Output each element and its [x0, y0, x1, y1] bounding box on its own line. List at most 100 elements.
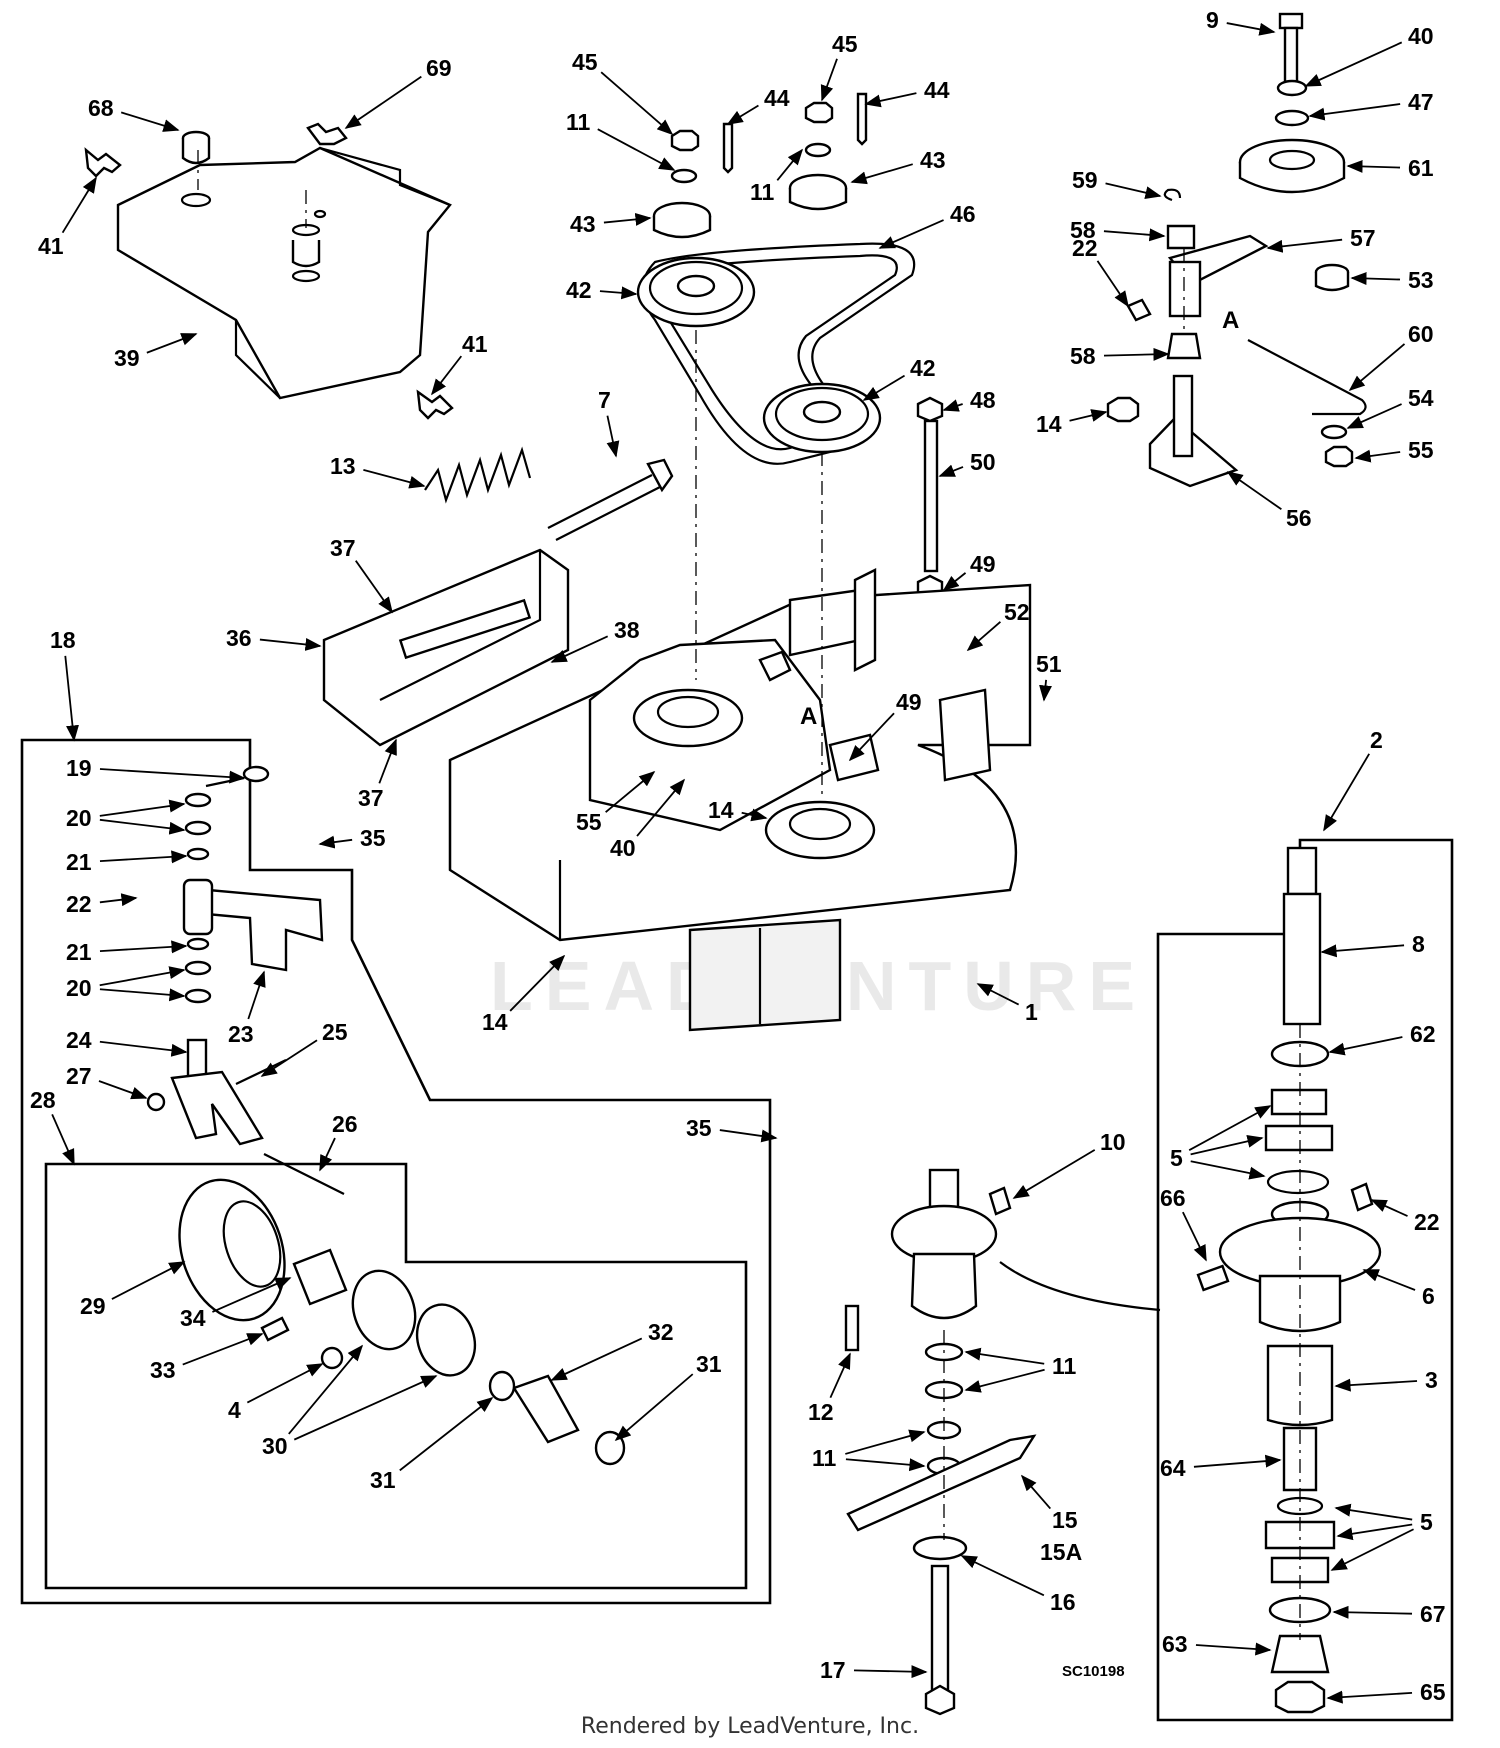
- leader-line: [363, 468, 426, 489]
- callout-58b: 58: [1070, 343, 1170, 369]
- leader-line: [741, 808, 768, 822]
- view-marker-a-bracket: A: [1222, 307, 1239, 334]
- callout-59: 59: [1072, 167, 1162, 200]
- spring-13: [424, 446, 532, 504]
- wing-knob-69: [306, 122, 348, 146]
- bolt-7: [547, 458, 674, 541]
- pin-25: [235, 1059, 287, 1085]
- callout-number: 15A: [1040, 1539, 1082, 1565]
- callout-42a: 42: [566, 277, 638, 303]
- callout-15: 15: [1020, 1474, 1078, 1533]
- bushing-58-upper: [1166, 224, 1196, 250]
- callout-number: 14: [708, 797, 734, 823]
- leader-line: [850, 163, 913, 185]
- leader-line: [1103, 347, 1170, 361]
- leader-line: [260, 1039, 318, 1077]
- leader-line: [942, 399, 963, 412]
- callout-12: 12: [808, 1352, 851, 1425]
- callout-9: 9: [1206, 7, 1276, 36]
- leader-line: [820, 58, 838, 102]
- bolt-66: [1196, 1264, 1230, 1292]
- leader-line: [1354, 449, 1401, 463]
- leader-line: [1182, 1211, 1207, 1262]
- callout-45a: 45: [572, 49, 674, 136]
- callout-67: 67: [1332, 1601, 1446, 1627]
- callout-15A: 15A: [1040, 1539, 1082, 1565]
- leader-line: [550, 635, 609, 663]
- callout-40b: 40: [610, 778, 686, 861]
- washer-47: [1274, 109, 1310, 127]
- leader-line: [99, 893, 138, 907]
- callout-43b: 43: [850, 147, 946, 185]
- leader-line: [1195, 1642, 1272, 1656]
- callout-number: 42: [910, 355, 936, 381]
- callout-21b: 21: [66, 939, 188, 965]
- leader-line: [1328, 1036, 1403, 1056]
- leader-line: [878, 219, 944, 249]
- callout-number: 7: [598, 387, 611, 413]
- callout-16: 16: [960, 1555, 1076, 1615]
- callout-37b: 37: [358, 738, 397, 811]
- callout-number: 68: [88, 95, 114, 121]
- callout-2: 2: [1323, 727, 1383, 832]
- callout-14a: 14: [1036, 409, 1108, 437]
- hub-30: [351, 1269, 477, 1377]
- callout-number: 1: [1025, 999, 1038, 1025]
- callout-number: 55: [576, 809, 602, 835]
- leader-line: [1308, 103, 1401, 121]
- callout-number: 31: [696, 1351, 722, 1377]
- leader-line: [319, 1137, 336, 1172]
- leader-line: [1362, 1269, 1416, 1291]
- callout-number: 31: [370, 1467, 396, 1493]
- callout-number: 9: [1206, 7, 1219, 33]
- blade-15: [846, 1434, 1037, 1532]
- bolt-12: [844, 1304, 860, 1352]
- callout-number: 45: [832, 31, 858, 57]
- callout-number: 16: [1050, 1589, 1076, 1615]
- callout-6: 6: [1362, 1269, 1435, 1309]
- callout-number: 60: [1408, 321, 1434, 347]
- callout-number: 27: [66, 1063, 92, 1089]
- callout-52: 52: [966, 599, 1030, 652]
- callout-number: 46: [950, 201, 976, 227]
- drawing-id: SC10198: [1062, 1663, 1125, 1680]
- belt-shield-39: [116, 130, 452, 400]
- callout-14b: 14: [708, 797, 768, 823]
- leader-line: [355, 560, 393, 614]
- box-28: [44, 1162, 748, 1590]
- callout-number: 44: [924, 77, 950, 103]
- rod-60: [1247, 339, 1367, 416]
- callout-number: 14: [482, 1009, 508, 1035]
- leader-line: [1020, 1474, 1052, 1510]
- wing-nut-41-upper: [84, 147, 122, 178]
- callout-number: 22: [66, 891, 92, 917]
- detail-connector: [999, 1261, 1161, 1312]
- callout-58a: 58: [1070, 217, 1166, 243]
- grease-fitting-22-right: [1350, 1182, 1374, 1212]
- callout-number: 35: [686, 1115, 712, 1141]
- callout-number: 65: [1420, 1679, 1446, 1705]
- leader-line: [1096, 260, 1129, 308]
- callout-number: 47: [1408, 89, 1434, 115]
- callout-22a: 22: [66, 891, 138, 917]
- callout-number: 57: [1350, 225, 1376, 251]
- leader-line: [51, 1114, 75, 1166]
- callout-35a: 35: [318, 825, 386, 851]
- leader-line: [1370, 1199, 1408, 1217]
- leader-line: [776, 148, 804, 181]
- callout-11a: 11: [566, 109, 676, 171]
- leader-line: [99, 1040, 188, 1057]
- callout-14c: 14: [482, 954, 566, 1035]
- callout-number: 32: [648, 1319, 674, 1345]
- wing-nut-41-lower: [416, 389, 454, 420]
- callout-number: 38: [614, 617, 640, 643]
- callout-number: 42: [566, 277, 592, 303]
- callout-34: 34: [180, 1277, 292, 1331]
- leader-line: [344, 75, 422, 129]
- leader-line: [603, 212, 652, 226]
- leader-line: [853, 1665, 928, 1679]
- leader-line: [99, 850, 188, 864]
- callout-number: 13: [330, 453, 356, 479]
- leader-line: [1332, 1605, 1413, 1619]
- leader-line: [976, 983, 1020, 1006]
